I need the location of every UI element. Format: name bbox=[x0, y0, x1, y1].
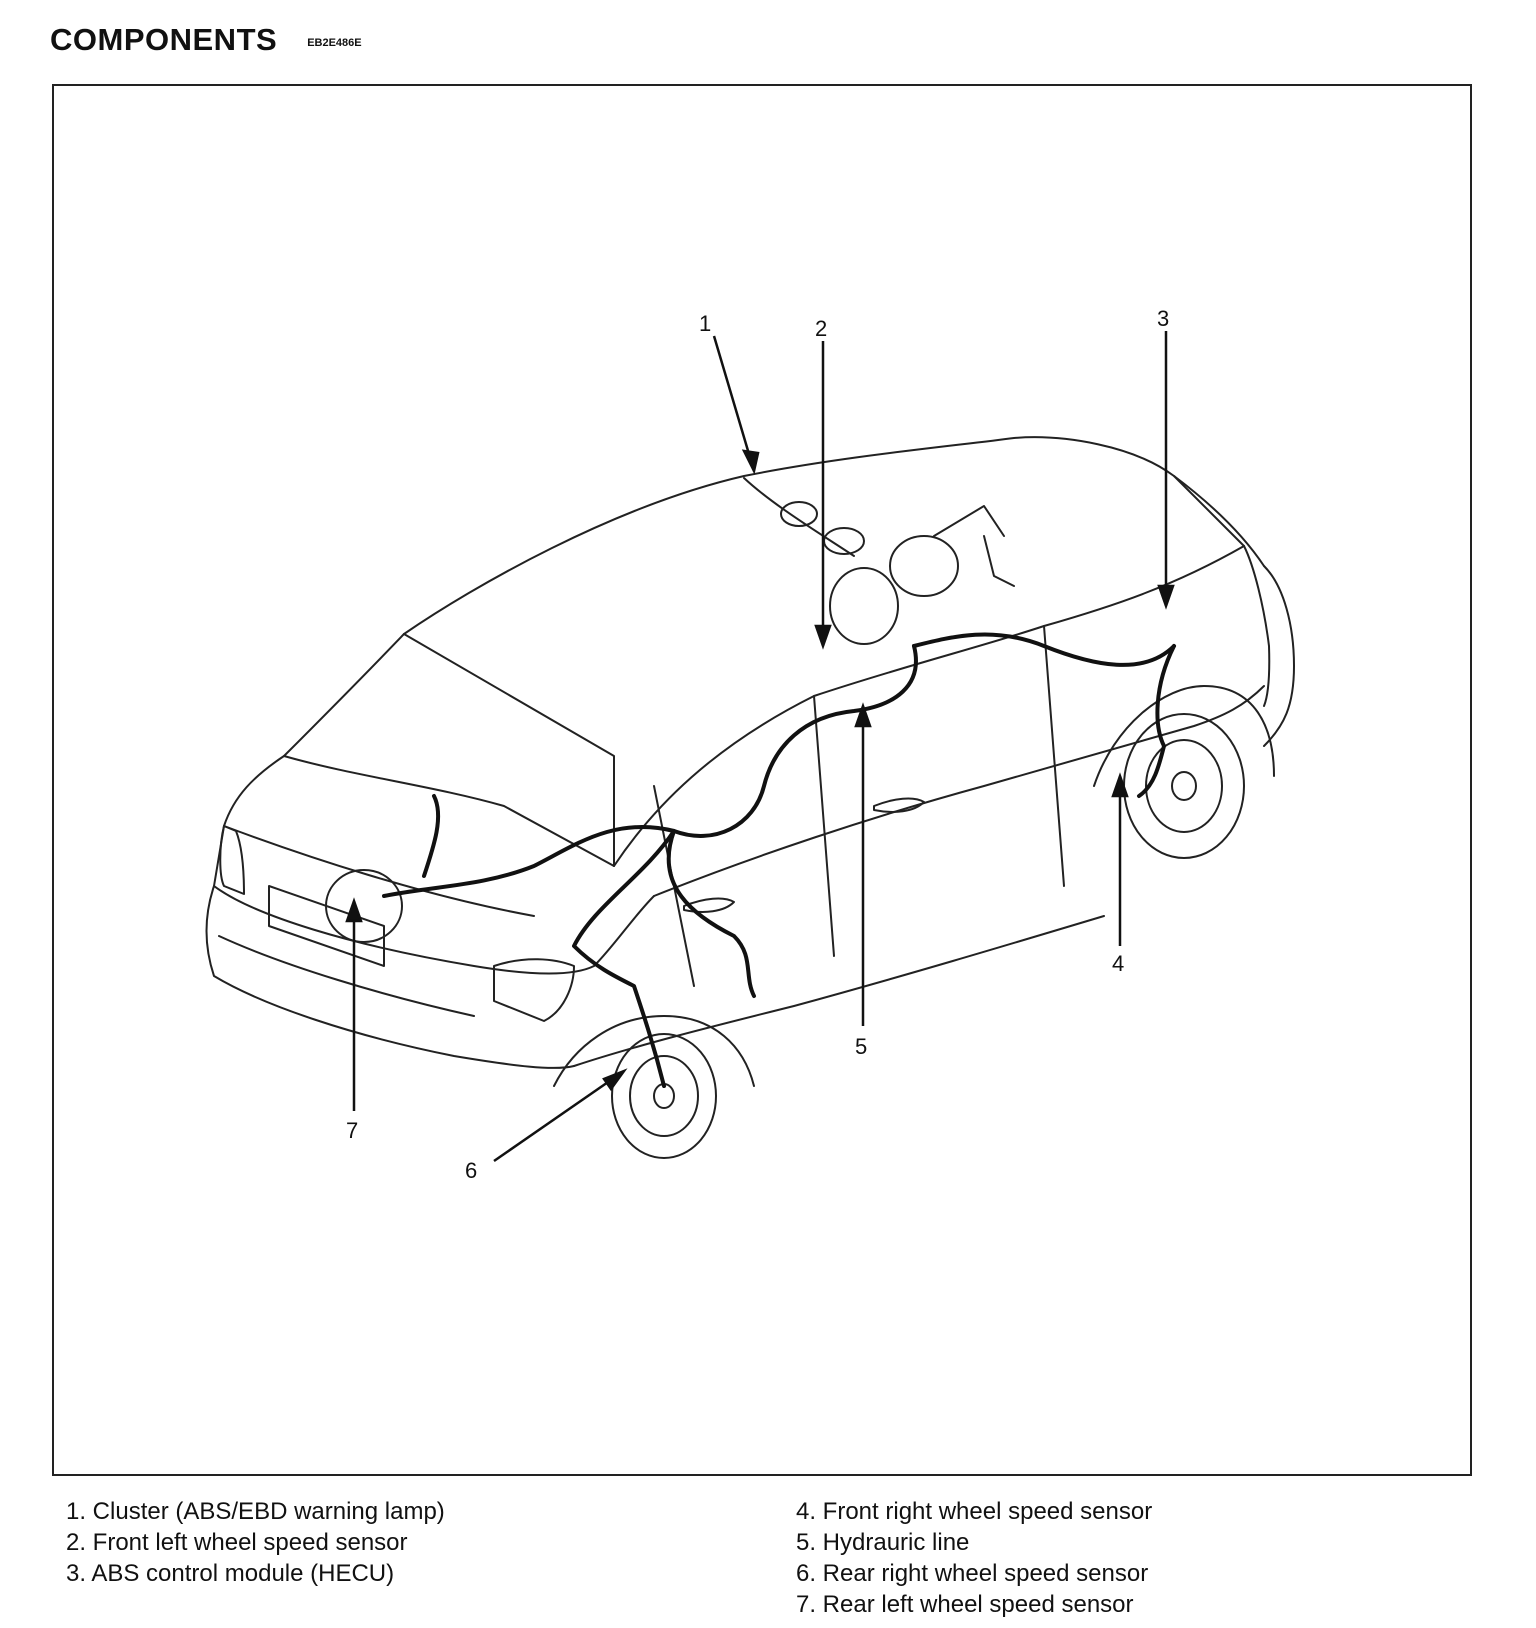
legend-item: 5. Hydrauric line bbox=[796, 1529, 970, 1556]
callout-leaders bbox=[345, 331, 1175, 1163]
legend-item: 4. Front right wheel speed sensor bbox=[796, 1498, 1153, 1525]
callout-3: 3 bbox=[1157, 306, 1169, 331]
callout-2: 2 bbox=[815, 316, 827, 341]
callout-6: 6 bbox=[465, 1158, 477, 1183]
legend-item: 6. Rear right wheel speed sensor bbox=[796, 1560, 1149, 1587]
callout-7: 7 bbox=[346, 1118, 358, 1143]
legend-item: 3. ABS control module (HECU) bbox=[66, 1560, 395, 1587]
callout-1: 1 bbox=[699, 311, 711, 336]
car-body-outline bbox=[205, 436, 1295, 1159]
legend-item: 1. Cluster (ABS/EBD warning lamp) bbox=[66, 1498, 445, 1525]
callout-labels: 1 2 3 4 5 6 7 bbox=[346, 306, 1169, 1183]
callout-4: 4 bbox=[1112, 951, 1124, 976]
car-illustration: 1 2 3 4 5 6 7 bbox=[205, 306, 1295, 1183]
legend-right: 4. Front right wheel speed sensor 5. Hyd… bbox=[796, 1496, 1152, 1620]
page-header: COMPONENTS EB2E486E bbox=[50, 22, 362, 58]
page-title: COMPONENTS bbox=[50, 22, 278, 57]
legend-item: 7. Rear left wheel speed sensor bbox=[796, 1591, 1134, 1618]
brake-harness-lines bbox=[382, 632, 1176, 1088]
legend-item: 2. Front left wheel speed sensor bbox=[66, 1529, 408, 1556]
diagram-frame: 1 2 3 4 5 6 7 bbox=[52, 84, 1472, 1476]
legend-left: 1. Cluster (ABS/EBD warning lamp) 2. Fro… bbox=[66, 1496, 445, 1589]
callout-5: 5 bbox=[855, 1034, 867, 1059]
document-code: EB2E486E bbox=[307, 37, 362, 49]
